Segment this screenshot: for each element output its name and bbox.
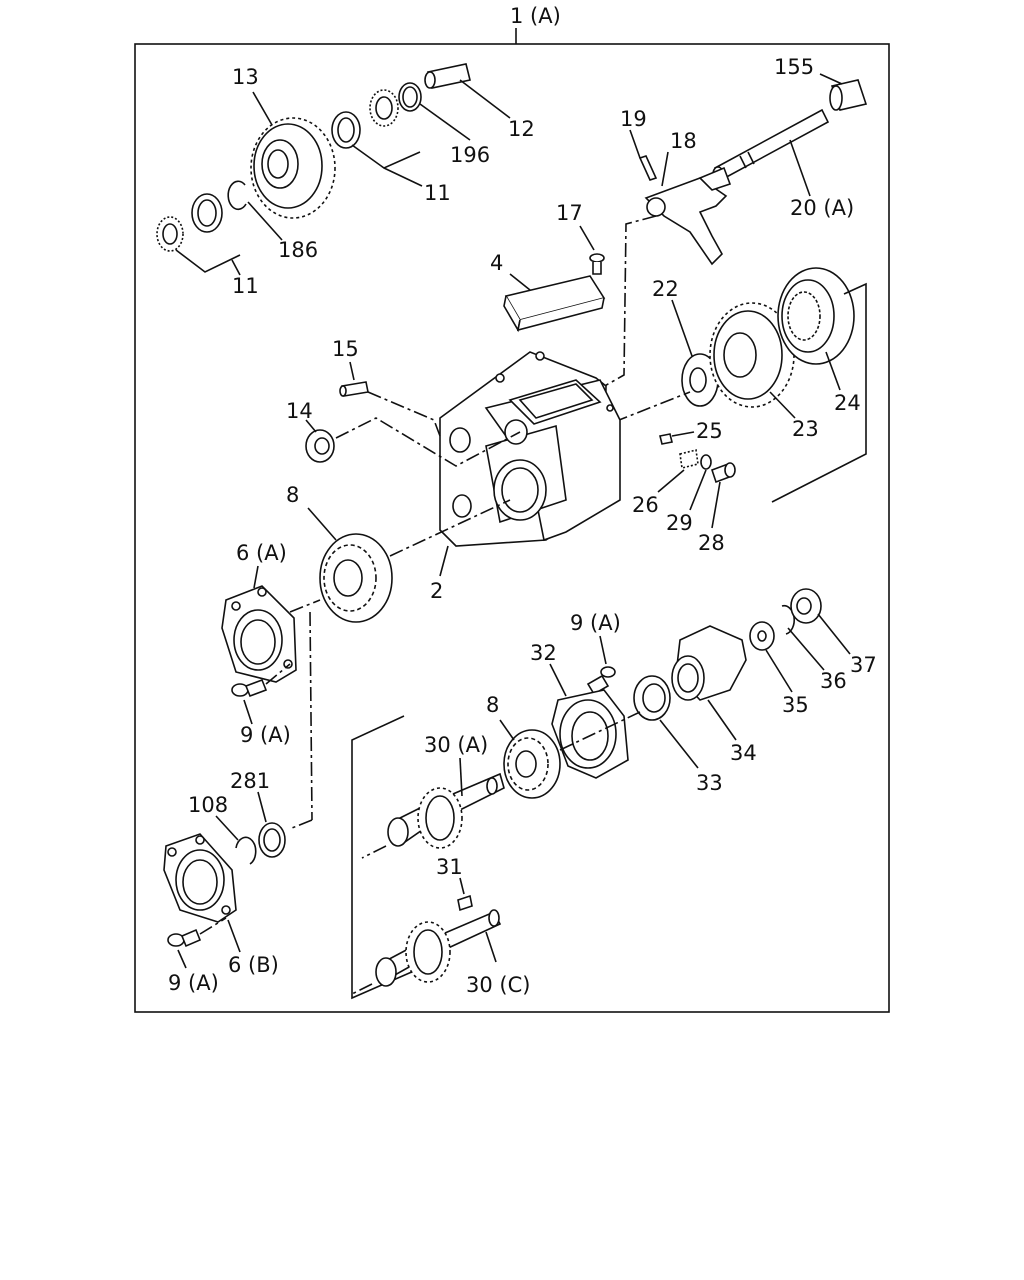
label-35: 35 bbox=[782, 693, 809, 717]
part-33-seal bbox=[633, 675, 671, 721]
label-281: 281 bbox=[230, 769, 270, 793]
part-9a-bolt-left bbox=[231, 678, 268, 698]
label-9a-bottom: 9 (A) bbox=[168, 971, 219, 995]
label-17: 17 bbox=[556, 201, 583, 225]
part-37-nut bbox=[790, 588, 822, 624]
part-281-ring bbox=[258, 822, 286, 858]
part-32-retainer bbox=[551, 689, 629, 779]
part-34-flange bbox=[671, 625, 747, 701]
part-26-spring bbox=[679, 449, 699, 469]
part-31-key bbox=[457, 894, 473, 912]
label-19: 19 bbox=[620, 107, 647, 131]
label-4: 4 bbox=[490, 251, 503, 275]
part-196-ring bbox=[398, 82, 422, 112]
label-28: 28 bbox=[698, 531, 725, 555]
part-12-pin bbox=[424, 63, 471, 89]
label-18: 18 bbox=[670, 129, 697, 153]
label-9a-left: 9 (A) bbox=[240, 723, 291, 747]
part-11-bearing-top bbox=[331, 89, 399, 149]
label-30a: 30 (A) bbox=[424, 733, 488, 757]
label-14: 14 bbox=[286, 399, 313, 423]
label-22: 22 bbox=[652, 277, 679, 301]
part-20a-shaft bbox=[712, 108, 830, 182]
label-9a-mid: 9 (A) bbox=[570, 611, 621, 635]
part-6a-plate bbox=[221, 585, 297, 683]
part-25-pin bbox=[659, 433, 673, 445]
label-186: 186 bbox=[278, 238, 318, 262]
part-29-washer bbox=[700, 454, 712, 470]
label-2: 2 bbox=[430, 579, 443, 603]
label-11-top: 11 bbox=[424, 181, 451, 205]
label-26: 26 bbox=[632, 493, 659, 517]
part-24-sleeve bbox=[777, 267, 855, 365]
label-31: 31 bbox=[436, 855, 463, 879]
label-11-left: 11 bbox=[232, 274, 259, 298]
label-8-bottom: 8 bbox=[486, 693, 499, 717]
label-37-text: 37 bbox=[850, 653, 877, 677]
label-20a: 20 (A) bbox=[790, 196, 854, 220]
part-30a-shaft bbox=[387, 772, 505, 849]
part-8-bearing-top bbox=[319, 533, 393, 623]
label-196: 196 bbox=[450, 143, 490, 167]
part-28-bolt bbox=[710, 462, 736, 484]
part-23-gear bbox=[709, 302, 795, 408]
part-2-housing bbox=[439, 351, 621, 547]
label-6b: 6 (B) bbox=[228, 953, 279, 977]
label-25: 25 bbox=[696, 419, 723, 443]
label-30c: 30 (C) bbox=[466, 973, 530, 997]
label-23: 23 bbox=[792, 417, 819, 441]
label-29: 29 bbox=[666, 511, 693, 535]
part-108-snapring bbox=[235, 836, 257, 865]
assembly-frame bbox=[134, 43, 890, 1013]
part-6b-plate bbox=[163, 833, 237, 923]
label-32: 32 bbox=[530, 641, 557, 665]
part-155-bushing bbox=[829, 79, 868, 111]
part-9a-bolt-mid bbox=[586, 666, 616, 696]
label-13: 13 bbox=[232, 65, 259, 89]
label-108: 108 bbox=[188, 793, 228, 817]
label-8-top: 8 bbox=[286, 483, 299, 507]
label-15: 15 bbox=[332, 337, 359, 361]
label-6a: 6 (A) bbox=[236, 541, 287, 565]
part-35-washer bbox=[749, 621, 775, 651]
part-15-pin bbox=[339, 381, 369, 397]
label-155: 155 bbox=[774, 55, 814, 79]
part-13-gear bbox=[250, 117, 336, 219]
label-34: 34 bbox=[730, 741, 757, 765]
part-8-bearing-bottom bbox=[503, 729, 561, 799]
part-30c-shaft bbox=[375, 909, 502, 987]
part-14-plug bbox=[305, 429, 335, 463]
part-9a-bolt-bottom bbox=[167, 928, 202, 948]
part-11-bearing-left bbox=[156, 193, 223, 252]
label-36: 36 bbox=[820, 669, 847, 693]
label-33: 33 bbox=[696, 771, 723, 795]
assembly-label: 1 (A) bbox=[510, 4, 561, 28]
part-18-shift-fork bbox=[644, 166, 732, 266]
part-186-snapring bbox=[227, 180, 247, 211]
part-4-cover bbox=[503, 275, 606, 333]
part-17-bolt bbox=[589, 253, 605, 275]
part-22-washer bbox=[681, 353, 719, 407]
label-12: 12 bbox=[508, 117, 535, 141]
part-19-pin bbox=[638, 155, 658, 181]
label-24: 24 bbox=[834, 391, 861, 415]
